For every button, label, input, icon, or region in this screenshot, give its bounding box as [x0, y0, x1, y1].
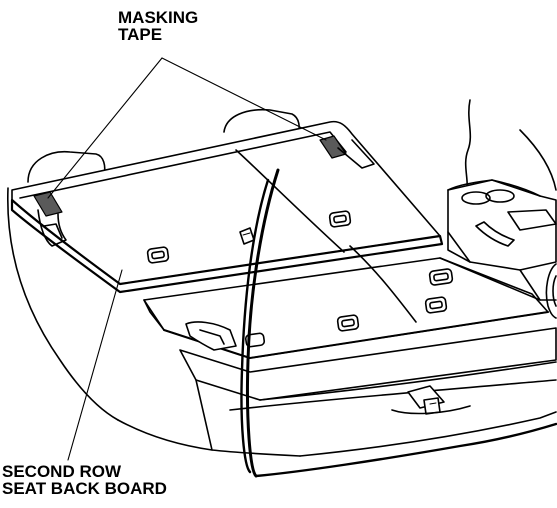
masking-tape-label-line-2: TAPE — [118, 25, 163, 44]
rear-latch — [407, 385, 445, 415]
masking-tape-label: MASKING TAPE — [118, 9, 198, 43]
console-top — [447, 179, 541, 197]
left-hinge-bracket-inner — [43, 223, 63, 239]
rear-bumper — [299, 411, 557, 457]
console-tray — [507, 209, 557, 231]
board-center-seam — [235, 149, 345, 253]
masking-tape-label-line-1: MASKING — [118, 8, 199, 27]
floor-latch-3 — [424, 296, 448, 314]
lower-left-bracket-detail — [199, 329, 225, 345]
cargo-floor-front-edge — [163, 311, 549, 359]
cupholder-right — [485, 189, 515, 203]
seat-back-board-leader — [67, 269, 123, 461]
seat-back-board-label-line-2: SEAT BACK BOARD — [2, 479, 167, 498]
floor-latch-1 — [336, 314, 360, 332]
console-body — [447, 179, 557, 271]
left-body-contour — [6, 187, 119, 421]
masking-tape-left — [33, 191, 63, 217]
board-latch-1 — [146, 246, 170, 264]
console-side — [447, 231, 471, 263]
pillar-contour — [464, 99, 472, 195]
rear-bumper-top — [259, 361, 557, 401]
left-headrest — [27, 150, 106, 183]
cargo-floor-seam-2 — [439, 257, 541, 301]
right-roof-contour — [519, 129, 557, 191]
board-latch-2 — [328, 210, 352, 228]
rear-latch-trim — [391, 405, 471, 415]
cargo-floor-seam-1 — [349, 245, 417, 323]
right-trim — [519, 269, 557, 301]
floor-latch-2 — [428, 268, 454, 286]
seat-back-board-label: SECOND ROW SEAT BACK BOARD — [2, 463, 167, 497]
right-headrest — [223, 108, 300, 135]
seat-back-board-label-line-1: SECOND ROW — [2, 462, 121, 481]
cupholder-left — [461, 191, 491, 205]
left-hinge-bracket — [37, 209, 67, 247]
right-speaker — [545, 263, 557, 319]
seat-back-board-edge — [10, 198, 444, 294]
console-handle — [475, 221, 515, 247]
door-seal-bottom — [254, 422, 557, 478]
floor-front-lip — [143, 299, 165, 331]
right-hinge-bracket — [337, 139, 375, 169]
right-speaker-inner — [552, 275, 557, 307]
door-seal-inner — [240, 178, 270, 474]
masking-tape-leader-left — [47, 57, 163, 199]
left-lower-panel — [117, 419, 213, 451]
door-seal-outer — [245, 168, 280, 478]
rear-panel-line — [229, 379, 557, 411]
masking-tape-leader-right — [161, 57, 327, 141]
